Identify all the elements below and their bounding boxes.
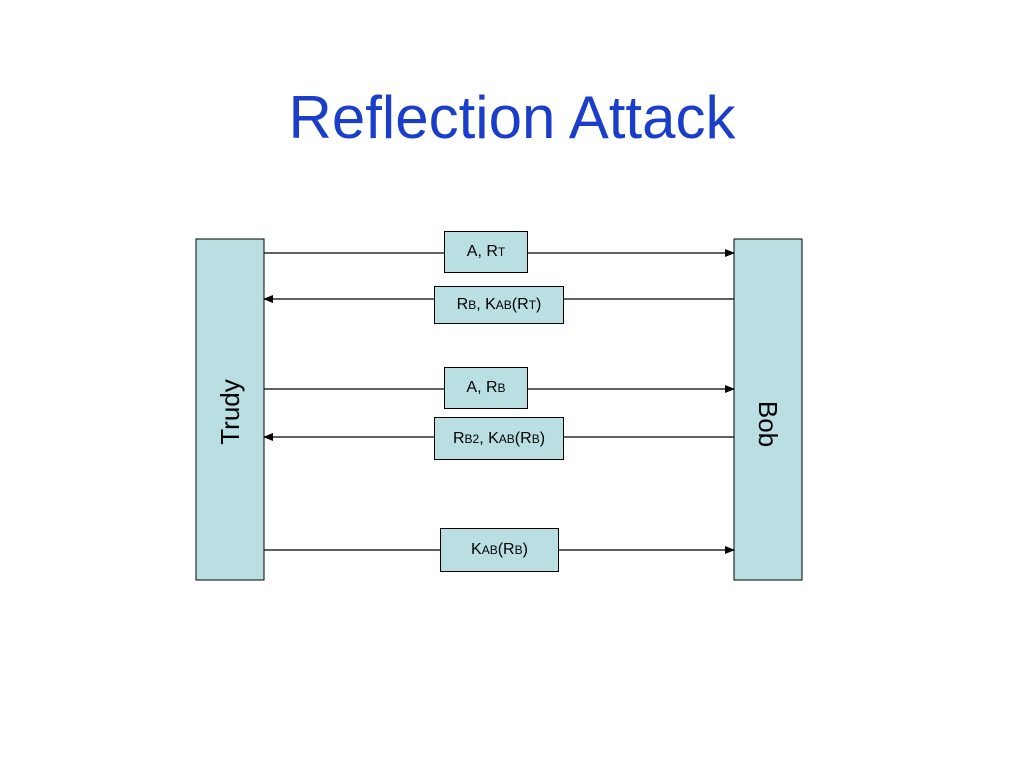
message-text: K <box>471 541 482 558</box>
message-text: , K <box>476 296 496 313</box>
trudy-lifeline-box <box>195 238 265 581</box>
bob-label: Bob <box>753 401 783 447</box>
message-text: R <box>456 296 469 313</box>
message-text: , K <box>479 429 499 447</box>
message-text: (R <box>511 296 529 313</box>
message-text: A, R <box>466 243 498 260</box>
message-text: ) <box>539 429 546 447</box>
message-text: (R <box>514 429 532 447</box>
message-text: A, R <box>466 379 498 396</box>
message-text: ) <box>522 541 528 558</box>
message-text: (R <box>497 541 515 558</box>
message-text: ) <box>536 296 542 313</box>
slide-title: Reflection Attack <box>288 84 736 151</box>
trudy-label: Trudy <box>215 379 245 445</box>
message-text: R <box>452 429 465 447</box>
bob-lifeline-box <box>733 238 803 581</box>
